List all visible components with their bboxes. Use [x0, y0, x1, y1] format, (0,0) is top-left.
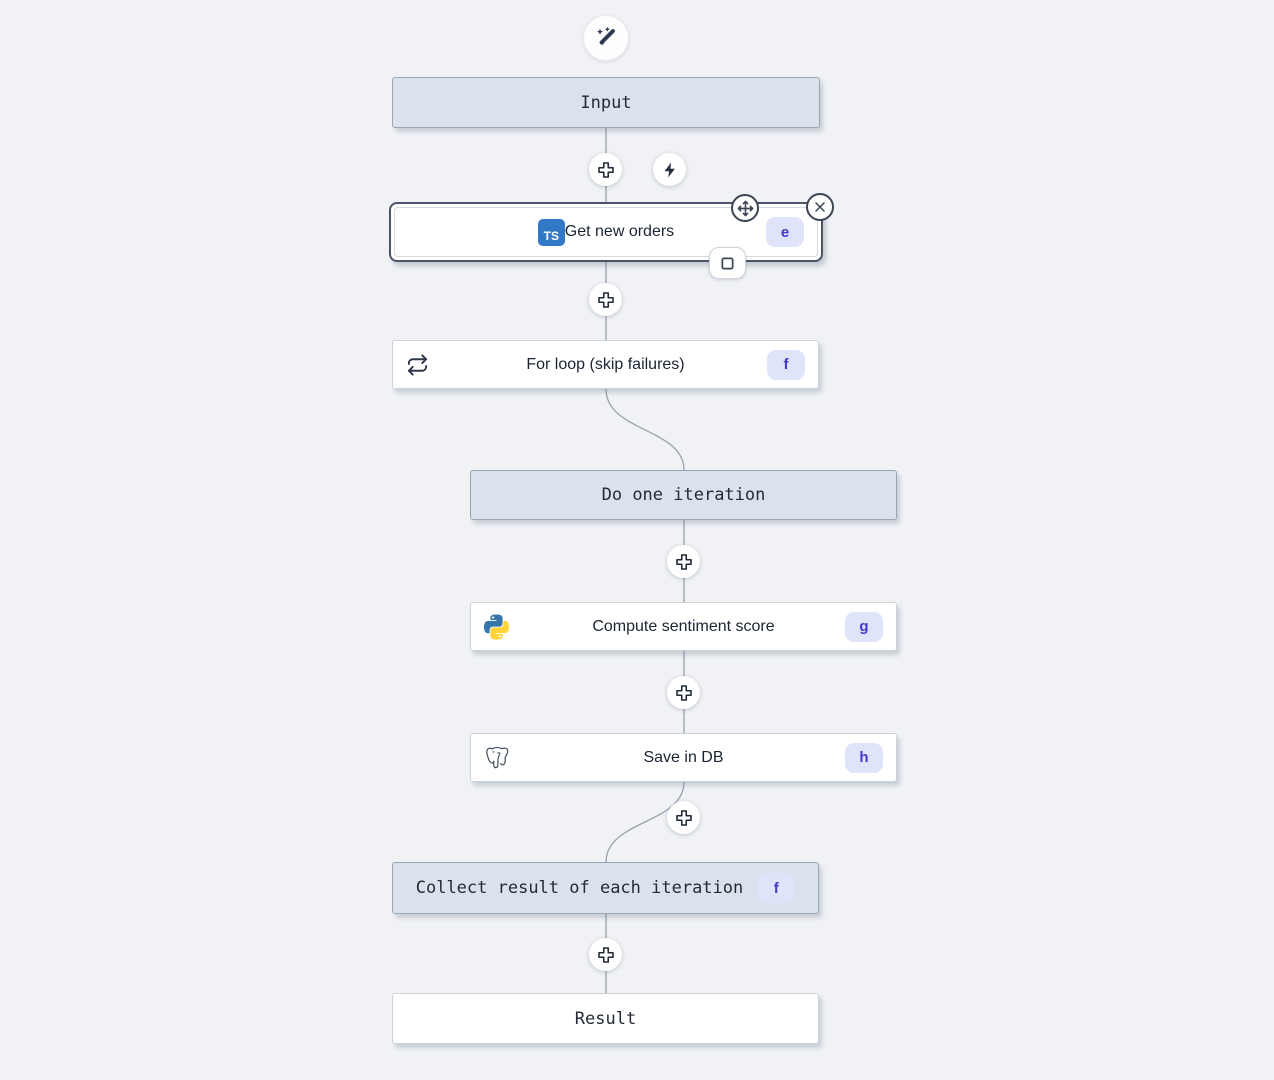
step-id-badge: f [767, 349, 805, 380]
plus-icon [596, 160, 616, 180]
python-icon [484, 614, 509, 639]
node-get-new-orders-label: Get new orders [564, 223, 675, 240]
stop-after-step-button[interactable] [709, 247, 746, 279]
square-stop-icon [718, 254, 737, 273]
node-save-in-db[interactable]: Save in DB h [470, 733, 897, 782]
node-result[interactable]: Result [392, 993, 819, 1044]
node-save-in-db-label: Save in DB [643, 748, 724, 766]
trigger-wand-button[interactable] [583, 15, 629, 61]
close-icon [812, 199, 828, 215]
node-collect-result-label: Collect result of each iteration [415, 878, 744, 898]
add-step-button-2[interactable] [589, 283, 622, 316]
add-step-button-3[interactable] [667, 545, 700, 578]
deselect-node-button[interactable] [806, 193, 834, 221]
node-for-loop-label: For loop (skip failures) [526, 355, 685, 373]
add-step-button-1[interactable] [589, 153, 622, 186]
node-do-one-iteration[interactable]: Do one iteration [470, 470, 897, 520]
add-step-button-5[interactable] [667, 801, 700, 834]
step-id-badge: g [845, 611, 883, 642]
move-icon [737, 200, 754, 217]
step-id-badge: e [766, 217, 804, 247]
plus-icon [674, 683, 694, 703]
edge-save-collect [605, 781, 685, 863]
step-id-badge: f [757, 873, 796, 903]
plus-icon [596, 290, 616, 310]
plus-icon [674, 552, 694, 572]
plus-icon [674, 808, 694, 828]
move-node-handle[interactable] [731, 194, 759, 222]
step-id-badge: h [845, 742, 883, 773]
plus-icon [596, 945, 616, 965]
add-step-button-4[interactable] [667, 676, 700, 709]
node-for-loop[interactable]: For loop (skip failures) f [392, 340, 819, 389]
typescript-icon: TS [537, 218, 565, 246]
node-result-label: Result [574, 1008, 637, 1029]
node-compute-sentiment-score[interactable]: Compute sentiment score g [470, 602, 897, 651]
wand-sparkles-icon [594, 26, 618, 50]
node-input-label: Input [580, 92, 632, 113]
edge-forloop-iteration [605, 388, 685, 471]
node-do-one-iteration-label: Do one iteration [601, 485, 766, 505]
repeat-icon [406, 353, 429, 376]
node-input[interactable]: Input [392, 77, 820, 128]
node-collect-result[interactable]: Collect result of each iteration f [392, 862, 819, 914]
postgresql-icon [484, 745, 510, 771]
trigger-zap-button[interactable] [653, 153, 686, 186]
zap-icon [661, 161, 679, 179]
add-step-button-6[interactable] [589, 938, 622, 971]
node-compute-sentiment-score-label: Compute sentiment score [592, 617, 775, 635]
